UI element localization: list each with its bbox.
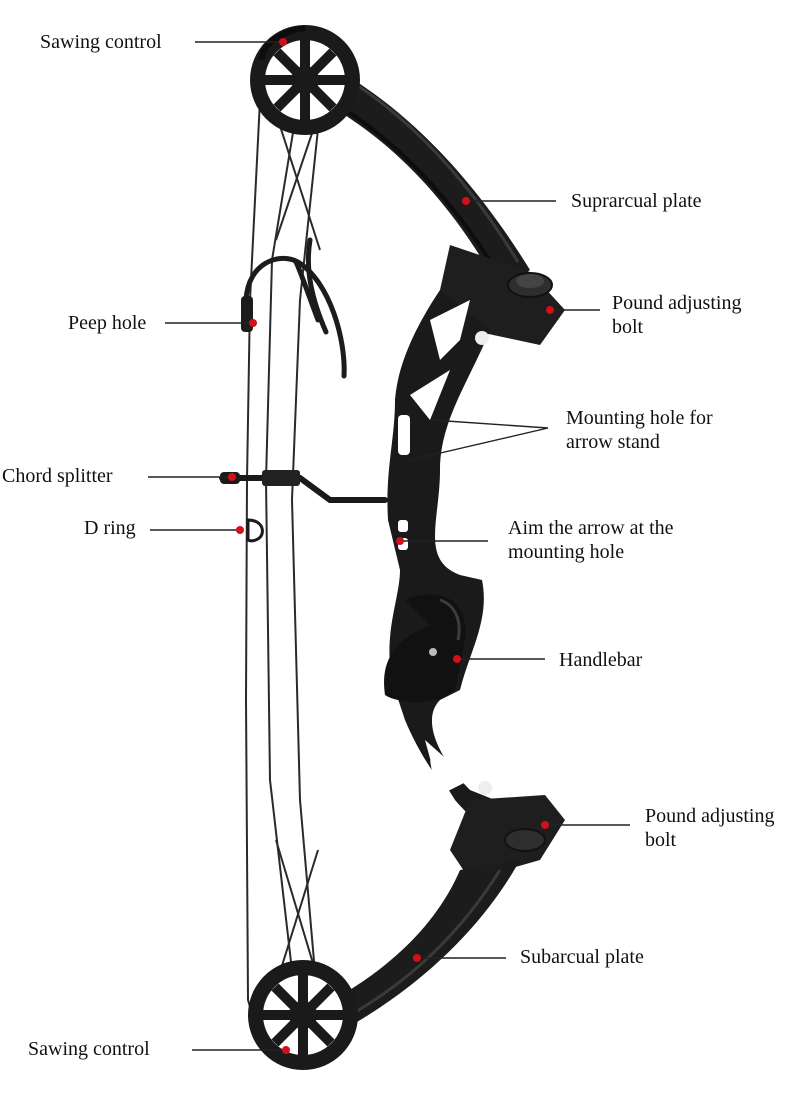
label-chord-splitter: Chord splitter xyxy=(2,465,113,487)
label-line: bolt xyxy=(645,829,677,851)
marker-handlebar xyxy=(453,655,461,663)
handle-grip xyxy=(384,594,466,702)
leader-lines xyxy=(148,41,630,1051)
label-sawing-control-top: Sawing control xyxy=(40,31,162,53)
cable-a xyxy=(264,89,301,1041)
label-subarcual-plate: Subarcual plate xyxy=(520,946,644,968)
peep-hole-body xyxy=(241,296,253,332)
label-suprarcual-plate: Suprarcual plate xyxy=(571,190,702,212)
marker-subarcual-plate xyxy=(413,954,421,962)
label-line: mounting hole xyxy=(508,541,625,563)
riser xyxy=(387,290,520,840)
label-line: Pound adjusting xyxy=(645,805,775,827)
marker-d-ring xyxy=(236,526,244,534)
label-pound-adjusting-bolt-bottom: Pound adjusting bolt xyxy=(645,804,774,852)
marker-sawing-control-top xyxy=(279,38,287,46)
peep-hole-loop xyxy=(243,237,347,379)
label-mounting-hole: Mounting hole for arrow stand xyxy=(566,406,713,454)
label-line: bolt xyxy=(612,316,644,338)
marker-aim-arrow xyxy=(396,537,404,545)
label-line: Mounting hole for xyxy=(566,407,713,429)
label-pound-adjusting-bolt-top: Pound adjusting bolt xyxy=(612,291,741,339)
label-d-ring: D ring xyxy=(84,517,136,539)
cable-b xyxy=(290,109,321,1031)
label-handlebar: Handlebar xyxy=(559,649,643,671)
chord-splitter xyxy=(219,470,388,503)
marker-pound-adjusting-bottom xyxy=(541,821,549,829)
label-line: Aim the arrow at the xyxy=(508,517,674,539)
marker-suprarcual-plate xyxy=(462,197,470,205)
main-string xyxy=(244,59,263,1049)
label-line: Pound adjusting xyxy=(612,292,742,314)
marker-chord-splitter xyxy=(228,473,236,481)
label-peep-hole: Peep hole xyxy=(68,312,147,334)
marker-pound-adjusting-top xyxy=(546,306,554,314)
leader-mounting-hole-b xyxy=(405,427,549,462)
d-ring xyxy=(246,518,264,543)
upper-cam xyxy=(250,25,360,135)
callout-markers xyxy=(228,38,554,1054)
label-line: arrow stand xyxy=(566,431,660,453)
leader-mounting-hole-a xyxy=(431,419,549,429)
lower-cam xyxy=(248,960,358,1070)
lower-limb-pocket xyxy=(450,795,565,880)
label-aim-arrow: Aim the arrow at the mounting hole xyxy=(508,516,674,564)
marker-sawing-control-bottom xyxy=(282,1046,290,1054)
bow-strings xyxy=(244,59,331,1049)
marker-peep-hole xyxy=(249,319,257,327)
label-sawing-control-bottom: Sawing control xyxy=(28,1038,150,1060)
